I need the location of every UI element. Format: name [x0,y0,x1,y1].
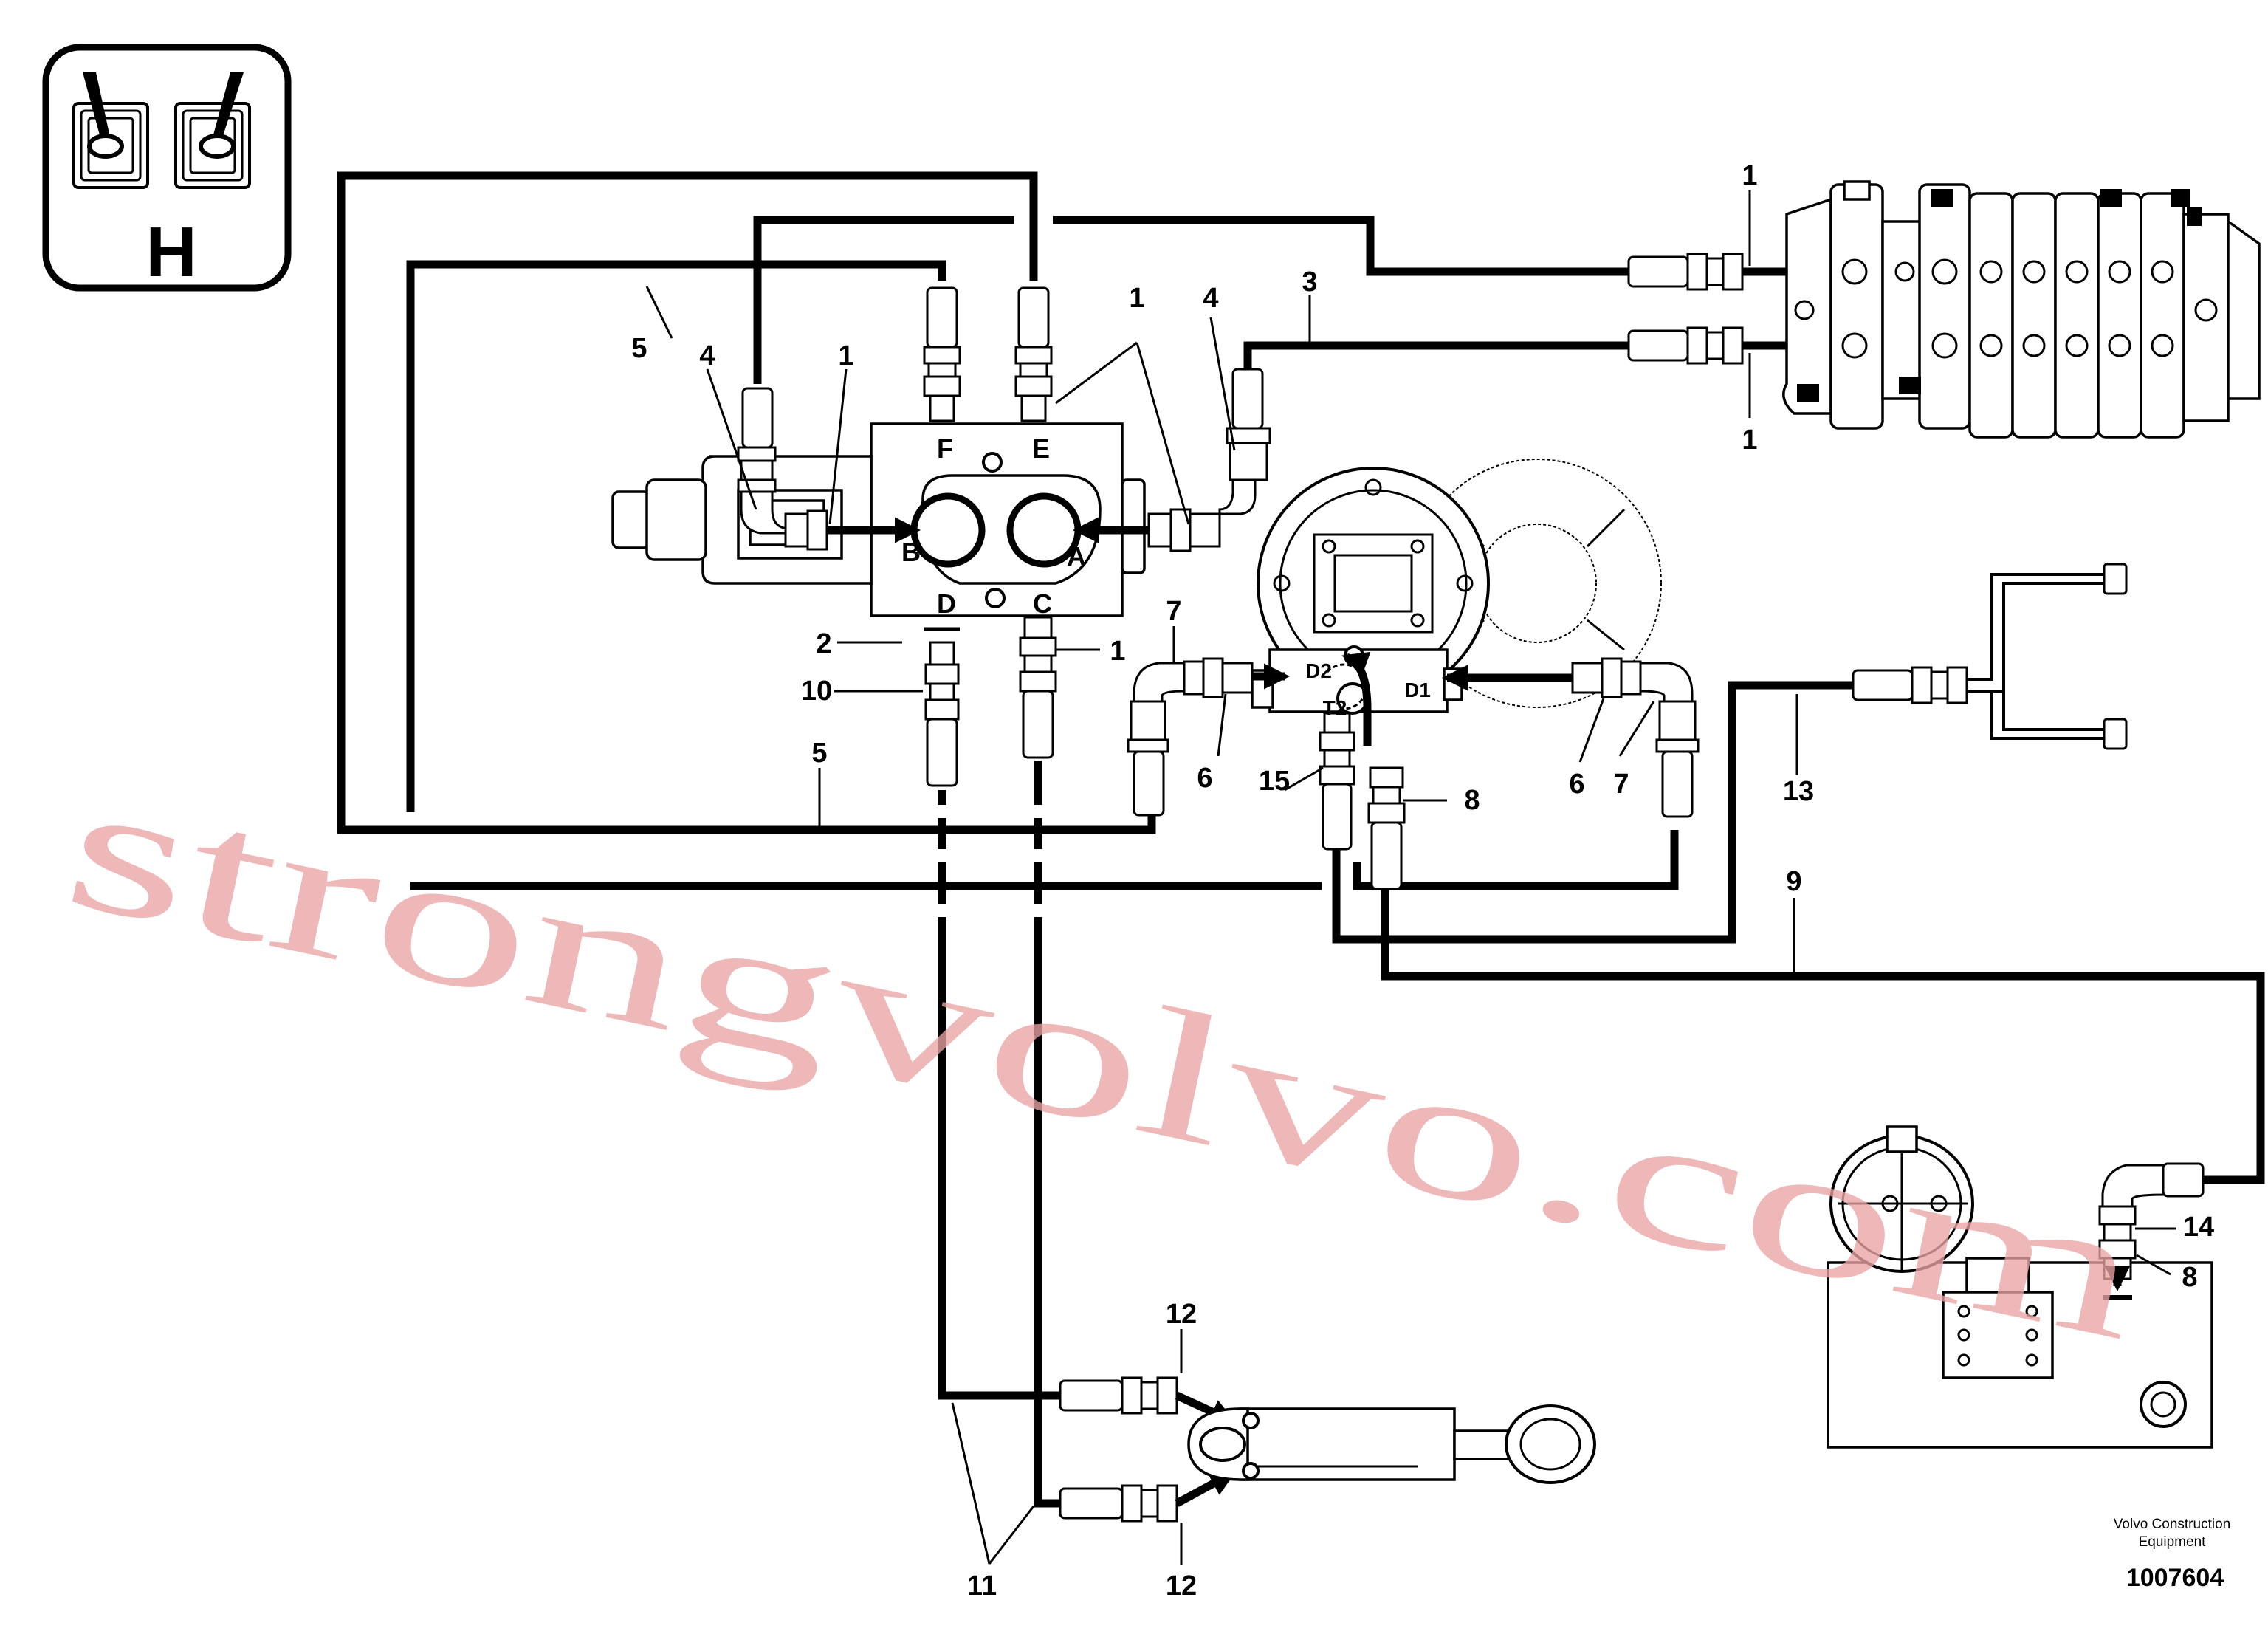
port-d1: D1 [1404,679,1431,701]
u-pipe-assembly [1852,563,2128,750]
port-t2: T2 [1323,696,1347,719]
callout-6-left: 6 [1197,763,1212,794]
port-labels: F E B A D C D2 T2 D1 [901,433,1431,719]
dual-joystick-icon [42,44,292,292]
callout-5-bottom: 5 [811,738,827,769]
swing-motor [1257,459,1662,708]
callout-13: 13 [1783,776,1814,807]
callout-6-right: 6 [1569,769,1584,800]
callout-8-mid: 8 [1464,785,1480,816]
callout-4-left: 4 [699,340,715,371]
fitting-f-top [923,286,961,422]
callout-10: 10 [801,676,832,707]
port-c: C [1033,588,1052,619]
callout-3: 3 [1302,267,1317,298]
fitting-7-right [1571,657,1700,818]
fitting-e-top [1014,286,1053,422]
callout-1-top1: 1 [1742,160,1757,191]
port-a: A [1067,541,1086,571]
callout-1-c: 1 [1110,636,1125,667]
callout-7-left: 7 [1166,596,1181,627]
callout-5-top: 5 [631,333,647,364]
company-name-line1: Volvo Construction [2114,1517,2230,1532]
callout-9: 9 [1786,866,1801,897]
fitting-7-left [1127,657,1254,817]
hose-network [337,171,2265,1508]
fitting-8-mid [1367,766,1406,890]
badge-letter: H [145,213,196,292]
hydraulic-cylinder [1059,1376,1596,1523]
callout-11: 11 [967,1571,997,1602]
document-number: 1007604 [2126,1564,2224,1592]
callout-1-mid: 1 [1129,283,1144,314]
callout-1-top2: 1 [1742,425,1757,456]
fitting-c-bottom [1019,616,1057,759]
callout-1-valve: 1 [838,340,853,371]
swing-valve [611,422,1146,617]
callout-labels: 1 1 3 5 4 1 1 4 2 10 1 7 6 15 8 6 7 13 5… [631,160,2214,1602]
callout-12-bottom: 12 [1166,1571,1197,1602]
hydraulic-tank [1827,1125,2213,1449]
port-b: B [901,537,921,567]
watermark: strongvolvo.com [51,741,2159,1380]
callout-12-top: 12 [1166,1299,1197,1330]
port-d: D [937,588,956,619]
company-name-line2: Equipment [2139,1534,2207,1550]
fitting-15 [1319,712,1355,851]
leader-lines [645,190,2176,1565]
callout-2: 2 [816,628,831,659]
main-control-valve [1627,180,2261,439]
callout-14: 14 [2183,1212,2214,1243]
fitting-d-bottom [924,627,960,787]
callout-15: 15 [1259,766,1290,797]
port-f: F [937,433,953,464]
port-d2: D2 [1305,659,1332,682]
port-e: E [1032,433,1050,464]
hose-breaks [932,805,1048,917]
callout-8-tank: 8 [2182,1262,2197,1293]
fitting-right-4 [1147,368,1271,552]
callout-4-right: 4 [1203,283,1218,314]
callout-7-right: 7 [1613,769,1629,800]
